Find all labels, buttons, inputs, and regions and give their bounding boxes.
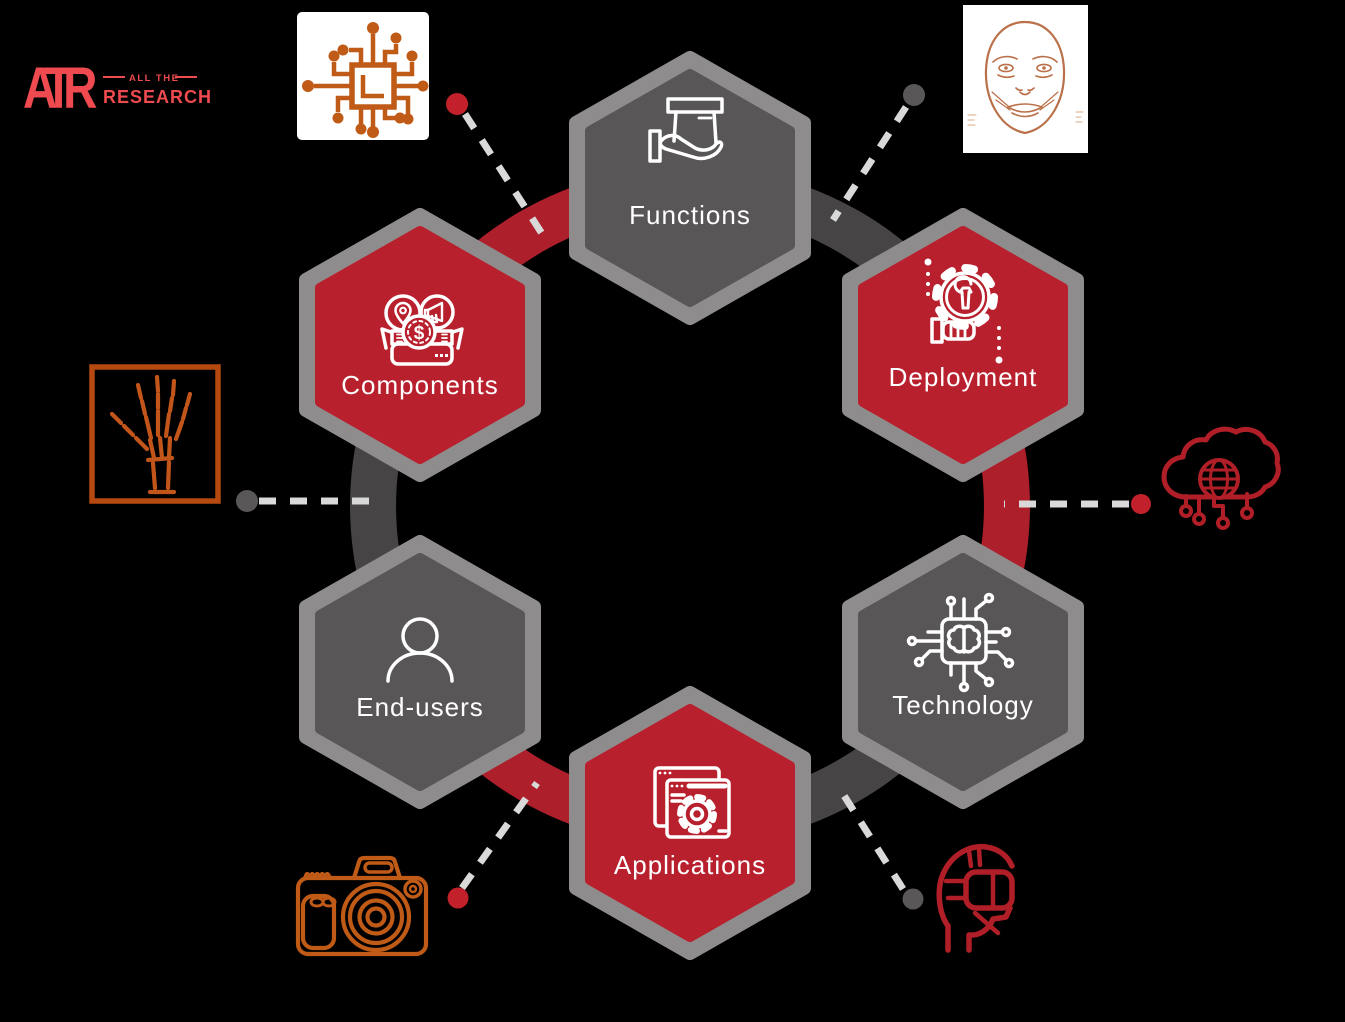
node-label-applications: Applications [614, 850, 766, 880]
dot-top-left [446, 93, 468, 115]
logo-tagline-top: ALL THE [129, 73, 179, 84]
brand-logo: ATR ALL THE RESEARCH [23, 56, 223, 123]
face-sketch [963, 5, 1088, 153]
hex-face [585, 69, 795, 307]
circuit-chip-icon [297, 12, 429, 140]
node-deployment: Deployment [842, 208, 1084, 482]
brand-logo-svg: ATR ALL THE RESEARCH [23, 57, 212, 122]
node-label-deployment: Deployment [889, 362, 1038, 392]
node-end-users: End-users [299, 535, 541, 809]
connector-lines [259, 105, 1129, 891]
app-window-gear-icon [653, 766, 731, 839]
connector-dots [236, 84, 1151, 910]
cloud-computing-icon [1161, 426, 1281, 530]
node-label-components: Components [341, 370, 498, 400]
connector-face-sketch [830, 105, 909, 222]
dot-bottom-right [902, 888, 924, 910]
coin-dollar-symbol: $ [414, 323, 425, 344]
node-functions: Functions [569, 51, 811, 325]
connector-circuit-chip [462, 112, 551, 245]
person-icon [386, 617, 454, 683]
dot-left [236, 490, 258, 512]
node-components: $ Components [299, 208, 541, 482]
gear-wrench-hand-icon [924, 258, 1003, 364]
node-label-end-users: End-users [356, 692, 484, 722]
hand-holding-box-icon [648, 97, 724, 163]
hand-xray-frame [89, 364, 221, 504]
hand-xray [89, 364, 221, 504]
node-label-functions: Functions [629, 200, 751, 230]
node-applications: Applications [569, 686, 811, 960]
chip-brain-icon [906, 592, 1015, 693]
camera-icon [295, 855, 429, 957]
dot-bottom-left [447, 887, 469, 909]
box-pin-megaphone-icon: $ [380, 294, 464, 366]
vr-headset-icon [936, 843, 1015, 953]
node-technology: Technology [842, 535, 1084, 809]
dot-right [1131, 494, 1151, 514]
hex-face [858, 226, 1068, 464]
hex-face [315, 553, 525, 791]
face-sketch-card [963, 5, 1088, 153]
dot-top-right [903, 84, 925, 106]
connector-camera [459, 780, 540, 891]
connector-vr-headset [835, 784, 906, 891]
logo-tagline-bottom: RESEARCH [103, 87, 212, 107]
node-label-technology: Technology [892, 690, 1034, 720]
